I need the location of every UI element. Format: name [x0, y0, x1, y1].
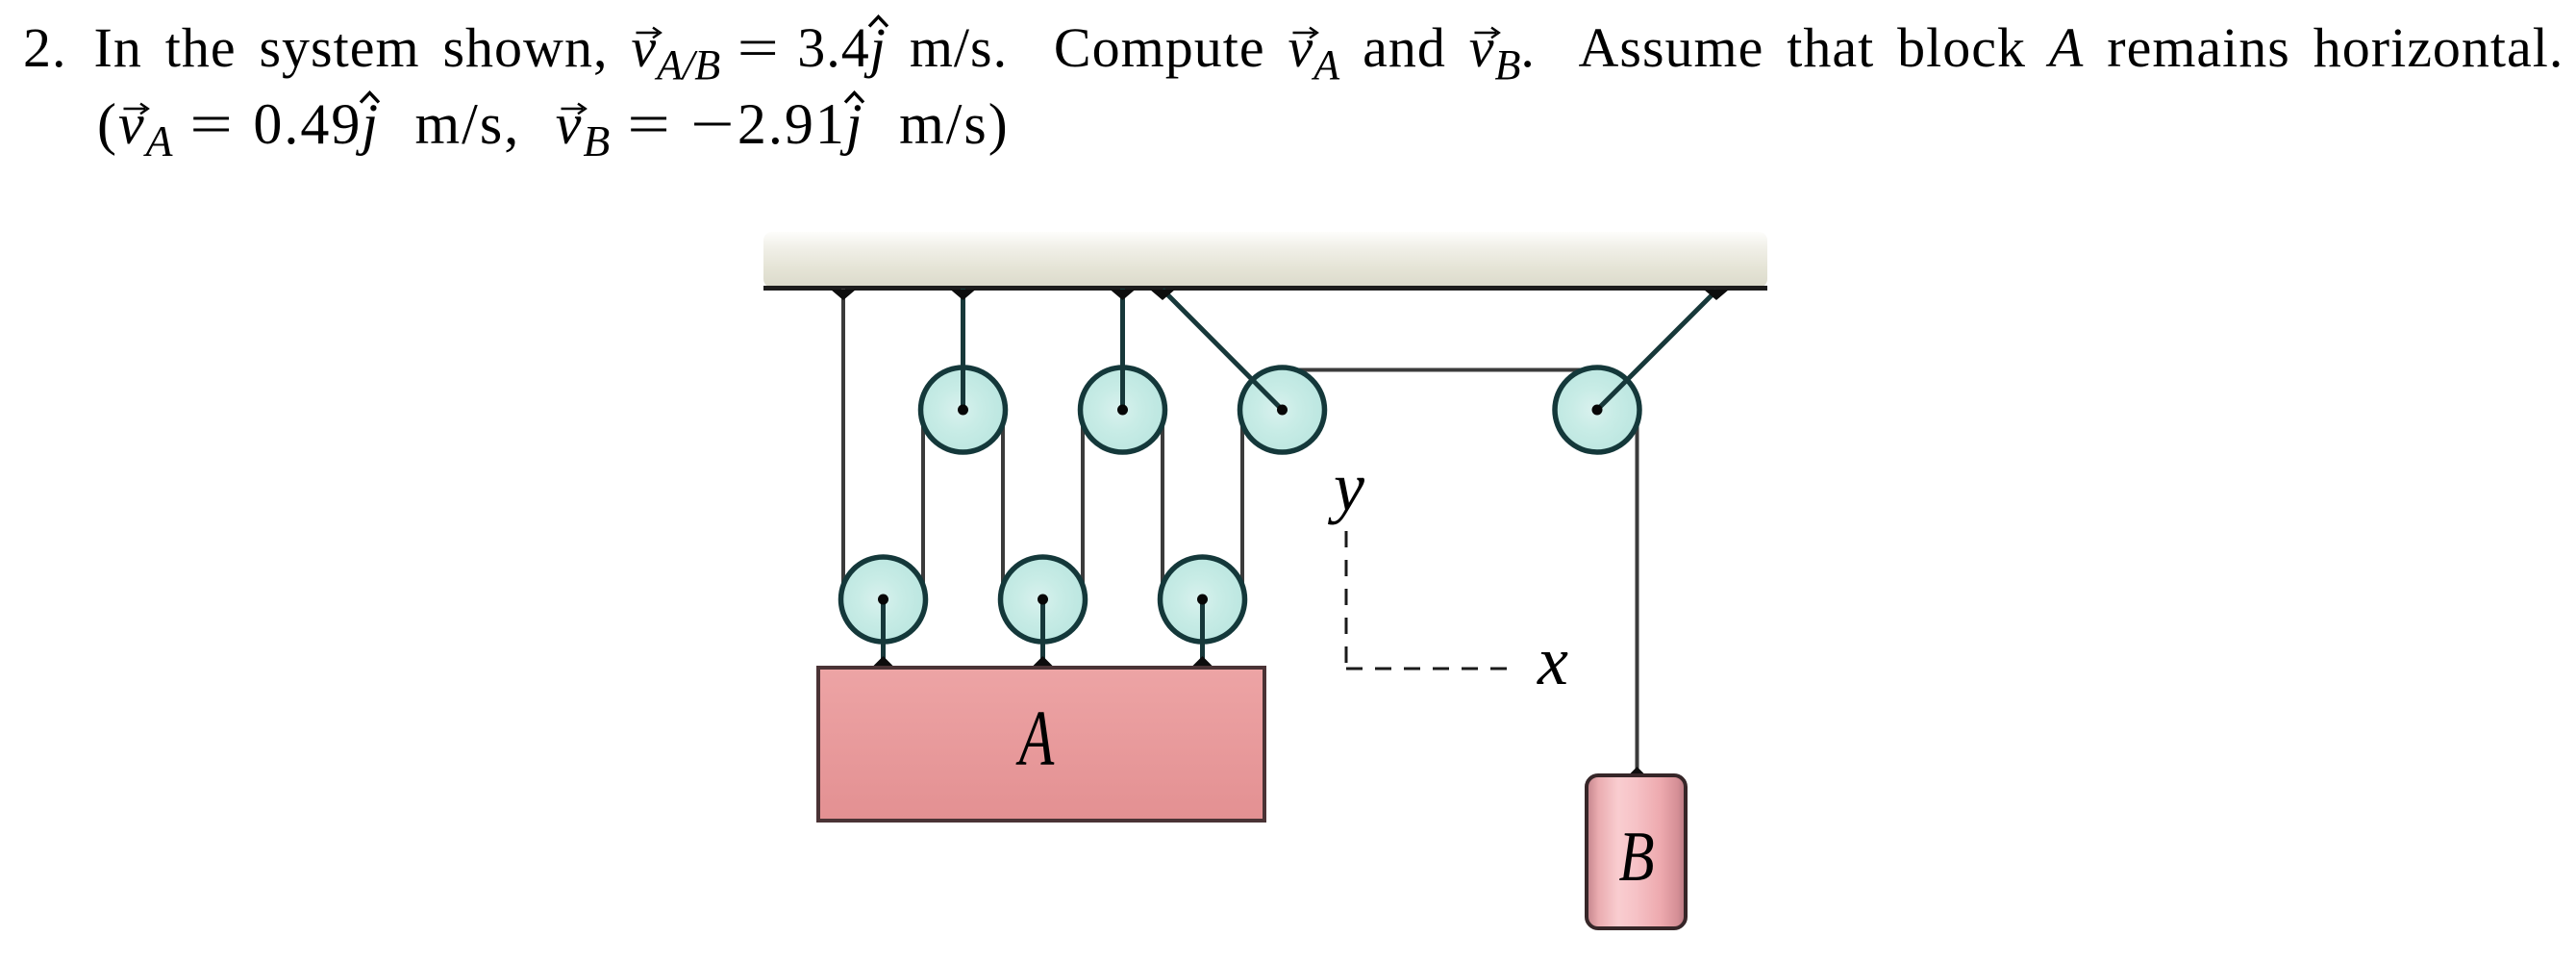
svg-text:B: B: [1618, 817, 1654, 896]
svg-text:A: A: [1015, 695, 1054, 783]
svg-text:x: x: [1537, 622, 1568, 699]
svg-text:y: y: [1327, 448, 1364, 525]
